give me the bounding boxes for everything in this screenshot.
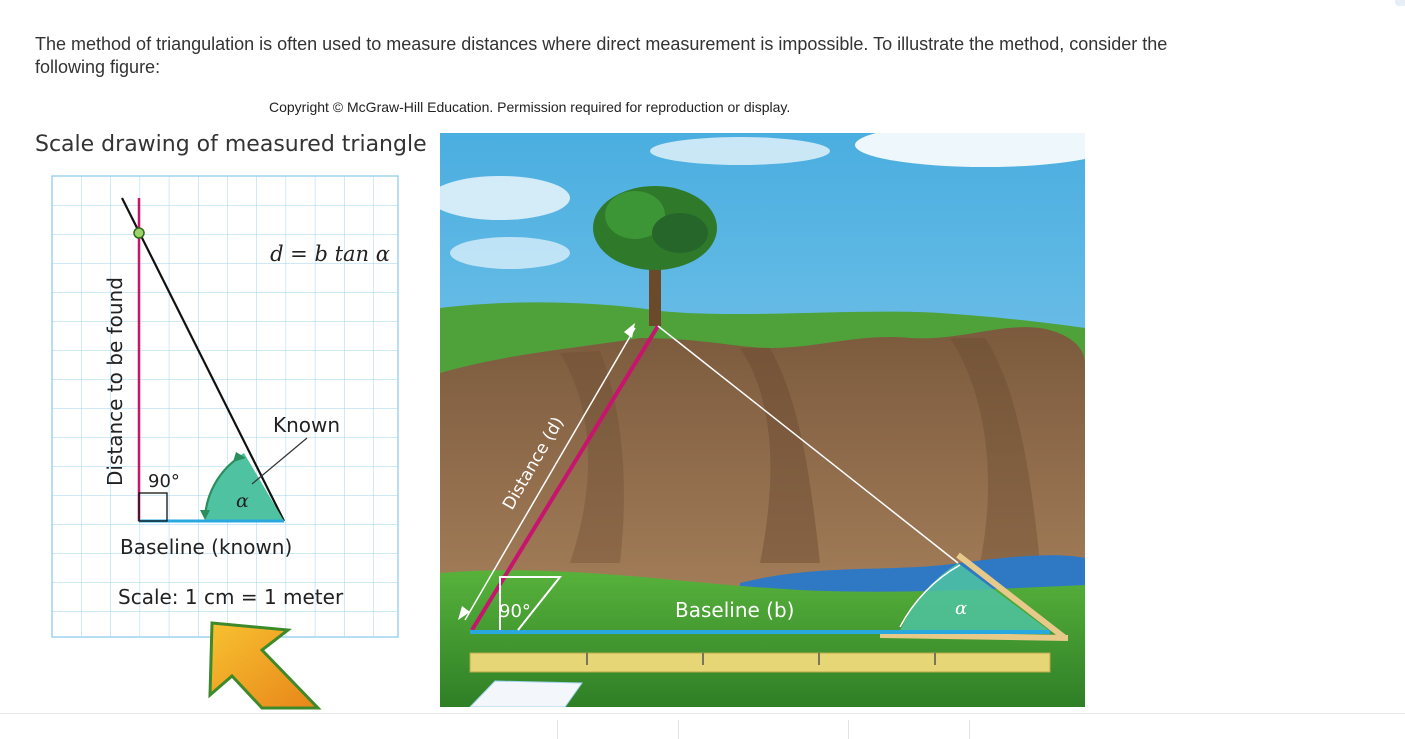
photo-baseline-label: Baseline (b): [675, 598, 794, 622]
wooden-frame-base: [879, 632, 1069, 641]
target-point: [133, 227, 145, 239]
divider: [678, 720, 679, 739]
right-angle-marker: [499, 576, 563, 631]
cliff-shadow: [740, 348, 820, 563]
right-angle-marker: [138, 492, 168, 522]
cloud: [450, 237, 570, 269]
cloud: [440, 176, 570, 220]
wooden-frame-slant: [956, 552, 1067, 641]
ruler: [469, 652, 1051, 673]
divider: [0, 713, 1405, 714]
divider: [557, 720, 558, 739]
copyright-notice: Copyright © McGraw-Hill Education. Permi…: [269, 99, 791, 115]
figure-title: Scale drawing of measured triangle: [35, 132, 427, 157]
tree-canopy-shadow: [652, 213, 708, 253]
grid-sheet-corner: [469, 680, 583, 707]
scale-label: Scale: 1 cm = 1 meter: [118, 585, 344, 609]
cliff-shadow: [950, 338, 1040, 563]
tree-canopy-highlight: [605, 191, 665, 239]
sight-line: [657, 325, 959, 564]
known-pointer-line: [251, 437, 308, 485]
distance-arrowhead-bottom: [458, 606, 470, 620]
scale-drawing: d = b tan α Known 90° α Baseline (known)…: [51, 175, 399, 710]
known-label: Known: [273, 413, 340, 437]
cloud: [650, 137, 830, 165]
baseline-label: Baseline (known): [120, 535, 292, 559]
arc-arrowhead-right: [233, 452, 246, 462]
cliff-face: [440, 327, 1085, 588]
grid-lines: [52, 176, 398, 637]
divider: [969, 720, 970, 739]
angle-label: α: [236, 490, 249, 512]
y-axis-label: Distance to be found: [103, 277, 127, 486]
arc-arrowhead-left: [200, 510, 210, 520]
divider: [848, 720, 849, 739]
hypotenuse-line: [121, 197, 285, 522]
orange-arrow-icon: [208, 621, 322, 710]
distance-arrowhead-top: [624, 323, 635, 338]
distance-line: [470, 324, 660, 632]
tree-trunk: [649, 258, 661, 326]
triangulation-illustration: Distance (d) 90° Baseline (b) α: [440, 133, 1085, 707]
distance-arrow-line: [464, 327, 636, 621]
intro-paragraph: The method of triangulation is often use…: [35, 34, 1168, 77]
angle-arc: [899, 564, 961, 628]
right-angle-label: 90°: [148, 471, 180, 492]
photo-right-angle-label: 90°: [499, 601, 531, 622]
formula-label: d = b tan α: [270, 242, 390, 266]
photo-angle-label: α: [955, 598, 967, 619]
cloud: [855, 133, 1085, 167]
scrollbar-thumb[interactable]: [1395, 0, 1405, 6]
